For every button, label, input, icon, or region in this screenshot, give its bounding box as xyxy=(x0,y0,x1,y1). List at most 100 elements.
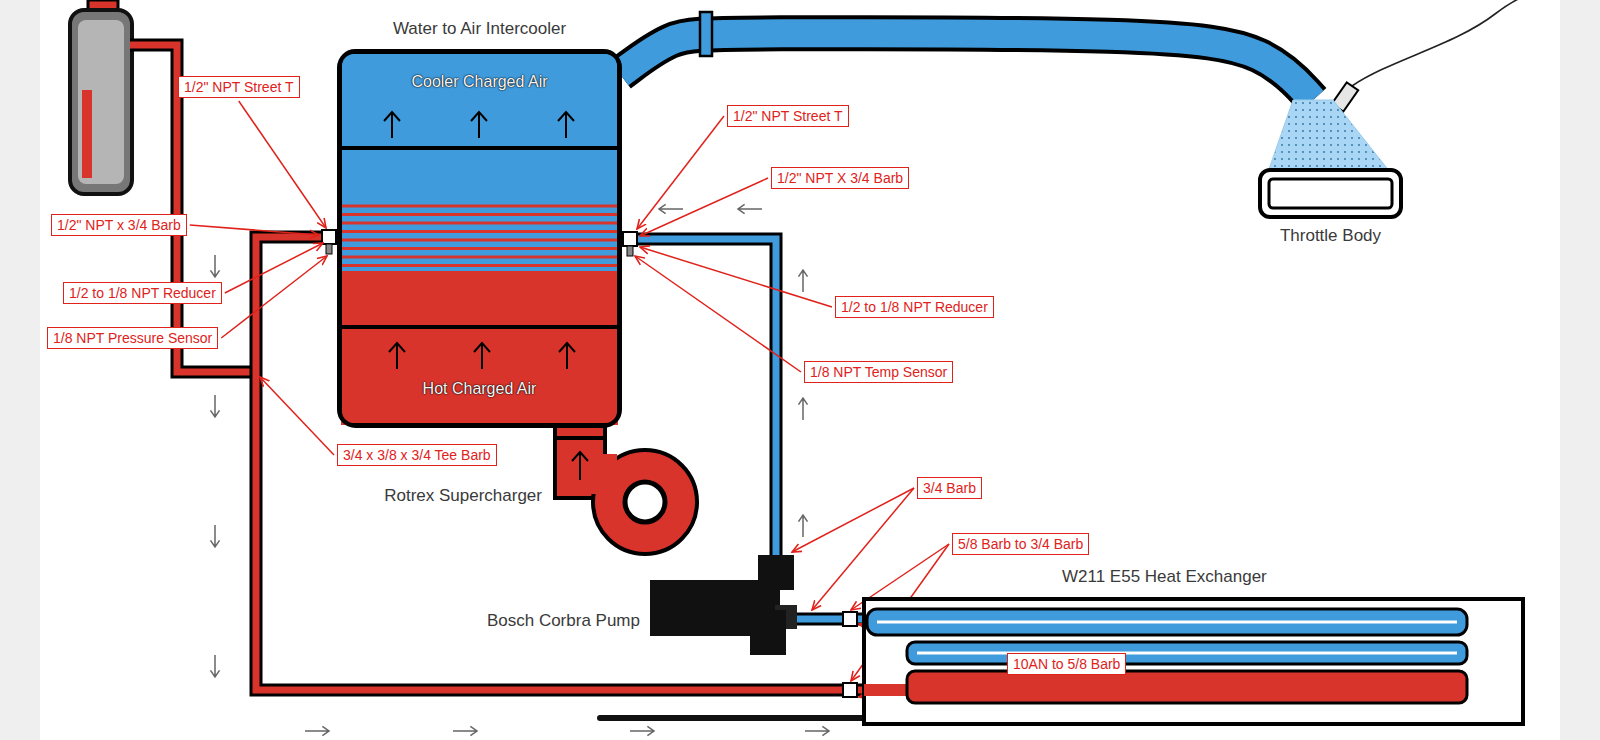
flow-arrow xyxy=(210,395,219,417)
injector-wire xyxy=(1352,0,1530,86)
coolant-line-outline xyxy=(256,237,862,690)
part-name: Water to Air Intercooler xyxy=(307,19,652,39)
callout-label: 3/4 Barb xyxy=(917,477,982,499)
hot-tube xyxy=(907,671,1467,703)
pipe-fitting xyxy=(623,232,637,246)
supercharger-shape xyxy=(550,440,715,560)
flow-arrow xyxy=(210,655,219,677)
callout-label: 1/2 to 1/8 NPT Reducer xyxy=(63,282,222,304)
charge-air-band: Hot Charged Air xyxy=(342,329,617,423)
intercooler-box: Water to Air IntercoolerCooler Charged A… xyxy=(337,49,622,428)
coolant-pump-shape xyxy=(650,555,797,655)
reservoir-level xyxy=(82,90,92,178)
throttle-housing xyxy=(1260,170,1401,217)
flow-arrow xyxy=(798,515,807,537)
charge-air-band-shape xyxy=(342,329,617,423)
coolant-line-core xyxy=(256,237,862,690)
cool-tube xyxy=(867,609,1467,635)
core-hot-side xyxy=(341,271,618,425)
pump-end-cap xyxy=(750,610,786,655)
flow-arrow xyxy=(389,343,405,369)
core-fin xyxy=(341,264,618,267)
core-fin xyxy=(341,213,618,216)
flow-arrow xyxy=(798,270,807,292)
coolant-line xyxy=(256,237,862,690)
coolant-line-outline xyxy=(797,613,862,626)
reservoir-body xyxy=(70,10,132,194)
leader-line xyxy=(260,377,334,455)
charge-air-band: Cooler Charged Air xyxy=(342,54,617,146)
throttle-body-shape xyxy=(1258,100,1403,220)
core-fin xyxy=(341,222,618,225)
leader-line xyxy=(640,178,768,236)
callout-label: 1/8 NPT Pressure Sensor xyxy=(47,327,218,349)
part-name: Rotrex Supercharger xyxy=(384,486,542,506)
core-fin xyxy=(341,256,618,259)
compressor-inlet xyxy=(625,482,665,522)
charge-pipe xyxy=(620,33,1313,100)
intercooler-fill xyxy=(340,52,620,426)
coolant-line-outline xyxy=(622,239,776,555)
callout-label: 1/2" NPT Street T xyxy=(727,105,849,127)
leader-line xyxy=(640,247,832,307)
callout-label: 1/2" NPT x 3/4 Barb xyxy=(51,214,187,236)
core-fin xyxy=(341,230,618,233)
callout-label: 1/2" NPT X 3/4 Barb xyxy=(771,167,909,189)
exchanger-frame xyxy=(864,599,1523,724)
part-name: Bosch Corbra Pump xyxy=(487,611,640,631)
pipe-fitting xyxy=(322,230,336,244)
tube-highlight xyxy=(877,621,1457,624)
charge-pipe-outline xyxy=(620,33,1313,100)
leader-line xyxy=(190,225,319,235)
band-label: Cooler Charged Air xyxy=(342,72,617,92)
core-fin xyxy=(341,247,618,250)
throttle-funnel xyxy=(1268,100,1390,172)
heat-exchanger-shape xyxy=(862,597,1525,726)
pipe-coupler xyxy=(700,12,712,56)
band-label: Hot Charged Air xyxy=(342,379,617,399)
tube-highlight xyxy=(917,652,1457,655)
reservoir-window xyxy=(78,20,124,184)
coolant-reservoir xyxy=(70,0,132,194)
leader-line xyxy=(812,488,914,610)
pressure-sensor xyxy=(326,244,332,254)
leader-line xyxy=(792,488,914,552)
heat-exchanger: W211 E55 Heat Exchanger xyxy=(862,597,1525,726)
charge-air-band-shape xyxy=(342,54,617,146)
flow-arrow xyxy=(572,452,588,480)
leader-line xyxy=(635,256,801,372)
flow-arrow xyxy=(659,204,683,213)
callout-label: 1/8 NPT Temp Sensor xyxy=(804,361,953,383)
coolant-pump: Bosch Corbra Pump xyxy=(650,555,797,655)
flow-arrow xyxy=(471,112,487,138)
coolant-line xyxy=(622,239,776,555)
core-fin xyxy=(341,239,618,242)
callout-label: 1/2" NPT Street T xyxy=(178,76,300,98)
callout-label: 5/8 Barb to 3/4 Barb xyxy=(952,533,1089,555)
flow-arrow xyxy=(453,726,477,735)
callout-label: 3/4 x 3/8 x 3/4 Tee Barb xyxy=(337,444,497,466)
callout-label: 10AN to 5/8 Barb xyxy=(1007,653,1126,675)
pipe-fitting xyxy=(843,612,857,626)
temp-sensor xyxy=(627,246,633,256)
flow-arrow xyxy=(805,726,829,735)
leader-line xyxy=(221,256,327,338)
flow-arrow xyxy=(630,726,654,735)
throttle-body: Throttle Body xyxy=(1258,100,1403,220)
section-divider xyxy=(340,146,619,150)
flow-arrow xyxy=(798,398,807,420)
flow-arrow xyxy=(738,204,762,213)
charge-pipe-core xyxy=(620,33,1313,100)
core-fin xyxy=(341,205,618,208)
flow-arrow xyxy=(559,343,575,369)
screen-margin xyxy=(0,0,40,740)
screen-margin xyxy=(1560,0,1600,740)
callout-label: 1/2 to 1/8 NPT Reducer xyxy=(835,296,994,318)
flow-arrow xyxy=(305,726,329,735)
supercharger: Rotrex Supercharger xyxy=(550,440,715,560)
intercooler-outline xyxy=(340,52,620,426)
cool-tube xyxy=(907,642,1467,664)
flow-arrow xyxy=(384,112,400,138)
coolant-line-core xyxy=(622,239,776,555)
